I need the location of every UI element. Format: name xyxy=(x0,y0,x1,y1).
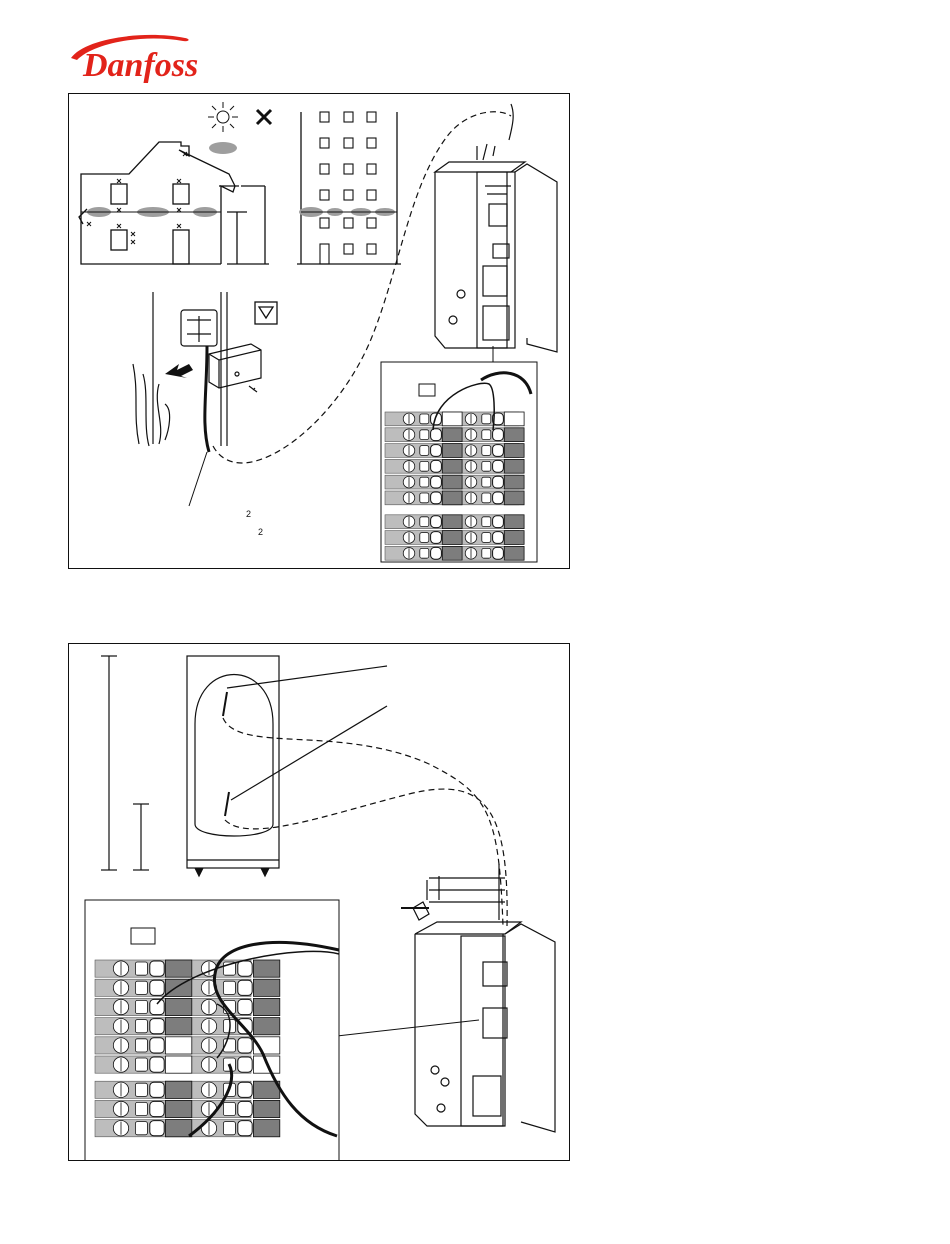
heat-pump-unit-2 xyxy=(401,864,555,1132)
heat-pump-unit xyxy=(435,104,557,352)
height-dimension-lines xyxy=(101,656,149,870)
terminal-wire-slot xyxy=(442,491,462,505)
terminal-wire-slot xyxy=(253,1100,279,1117)
water-tank xyxy=(187,656,279,876)
sensor-zone-ellipses xyxy=(87,142,395,217)
terminal-wire-slot xyxy=(442,428,462,442)
terminal-wire-slot xyxy=(442,475,462,489)
terminal-wire-slot xyxy=(504,531,524,545)
terminal-wire-slot xyxy=(165,1056,191,1073)
terminal-wire-slot xyxy=(504,475,524,489)
terminal-wire-slot xyxy=(165,998,191,1015)
apartment-windows xyxy=(320,112,376,264)
terminal-wire-slot xyxy=(165,1037,191,1054)
terminal-wire-slot xyxy=(442,459,462,473)
superscript-b: 2 xyxy=(258,527,263,537)
terminal-wire-slot xyxy=(442,412,462,426)
upper-sensor-leader xyxy=(227,666,387,688)
terminal-label-box xyxy=(419,384,435,396)
terminal-wire-slot xyxy=(442,515,462,529)
terminal-wire-slot xyxy=(253,979,279,996)
terminal-wire-slot xyxy=(165,1120,191,1137)
terminal-wire-slot xyxy=(504,491,524,505)
terminal-wire-slot xyxy=(504,412,524,426)
room-sensor-figure: 2 2 xyxy=(68,93,570,569)
wall-mount-illustration xyxy=(133,292,261,452)
terminal-wire-slot xyxy=(165,960,191,977)
terminal-wire-slot xyxy=(165,1081,191,1098)
terminal-label-box-2 xyxy=(131,928,155,944)
terminal-wire-slot xyxy=(253,998,279,1015)
terminal-block-1 xyxy=(385,412,524,560)
terminal-wire-slot xyxy=(504,546,524,560)
terminal-wire-slot xyxy=(504,459,524,473)
thermostat-symbol-icon xyxy=(255,302,277,324)
svg-text:Danfoss: Danfoss xyxy=(82,47,198,84)
terminal-wire-slot xyxy=(442,546,462,560)
superscript-a: 2 xyxy=(246,509,251,519)
terminal-wire-slot xyxy=(253,1120,279,1137)
terminal-block-2 xyxy=(95,960,280,1137)
terminal-wire-slot xyxy=(442,444,462,458)
apartment-illustration xyxy=(297,112,401,264)
terminal-wire-slot xyxy=(504,428,524,442)
inset-leader-line xyxy=(337,1020,479,1036)
terminal-wire-slot xyxy=(253,960,279,977)
arrow-icon xyxy=(165,364,193,378)
terminal-wire-slot xyxy=(165,1100,191,1117)
sun-icon xyxy=(208,102,238,132)
house-illustration xyxy=(79,142,269,264)
tank-sensor-figure xyxy=(68,643,570,1161)
cable-leader-line xyxy=(189,452,207,506)
danfoss-logo: Danfoss xyxy=(65,28,215,88)
terminal-wire-slot xyxy=(504,515,524,529)
terminal-wire-slot xyxy=(253,1018,279,1035)
terminal-wire-slot xyxy=(442,531,462,545)
cross-icon xyxy=(257,110,271,124)
terminal-wire-slot xyxy=(504,444,524,458)
tank-sensor-cables-dashed xyxy=(223,718,507,926)
terminal-wire-slot xyxy=(165,979,191,996)
lower-sensor-leader xyxy=(231,706,387,800)
terminal-wire-slot xyxy=(165,1018,191,1035)
